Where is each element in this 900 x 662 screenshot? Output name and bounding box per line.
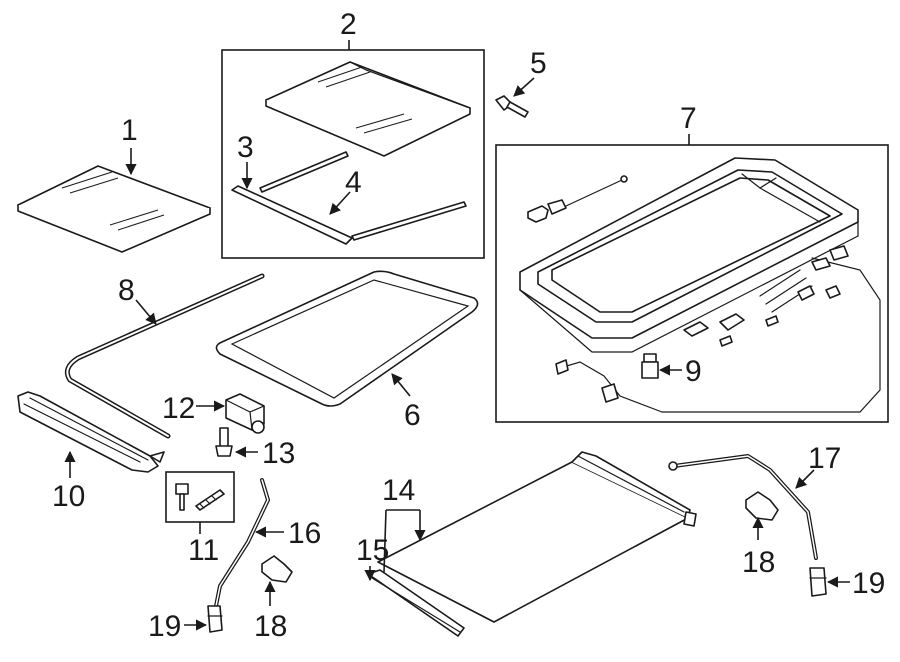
callout-7: 7 [680, 102, 697, 135]
callout-19a: 19 [148, 610, 181, 643]
callout-16: 16 [288, 517, 321, 550]
callout-12: 12 [162, 392, 195, 425]
part-1-glass-panel [17, 165, 211, 253]
callout-11: 11 [188, 534, 219, 567]
callout-9: 9 [685, 355, 702, 388]
callout-3: 3 [237, 131, 254, 164]
part-4-seal [259, 151, 467, 241]
part-5-bolt [495, 95, 529, 118]
leader-8 [135, 299, 157, 325]
leader-17 [795, 469, 815, 489]
part-2-glass-panel [265, 61, 471, 157]
part-9-bolt [641, 353, 659, 379]
part-8-weatherstrip [64, 273, 265, 439]
callout-1: 1 [121, 114, 138, 147]
part-13-screw [215, 427, 233, 457]
part-11-fasteners [175, 483, 225, 511]
part-7-box [495, 144, 889, 423]
callout-14: 14 [382, 474, 415, 507]
callout-2: 2 [340, 8, 357, 41]
part-6-seal-ring [215, 270, 479, 407]
callout-18a: 18 [254, 610, 287, 643]
part-7-sunroof-frame [519, 157, 881, 413]
part-11-box [165, 471, 235, 523]
callout-10: 10 [52, 480, 85, 513]
callout-13: 13 [262, 437, 295, 470]
part-2-box [221, 49, 485, 259]
part-18-clip-right [745, 491, 779, 521]
callout-5: 5 [530, 47, 547, 80]
part-16-drain-tube [214, 478, 270, 608]
leader-5 [513, 77, 535, 97]
callout-4: 4 [345, 166, 362, 199]
callout-8: 8 [118, 274, 135, 307]
part-19-drain-connector-right [809, 567, 827, 597]
part-18-clip-left [261, 555, 293, 583]
leader-6 [391, 373, 411, 397]
leader-14 [383, 509, 420, 573]
callout-19b: 19 [852, 567, 885, 600]
callout-6: 6 [404, 399, 421, 432]
part-10-wind-deflector [17, 391, 165, 473]
callout-17: 17 [808, 442, 841, 475]
part-17-drain-tube [668, 454, 818, 560]
part-12-actuator [225, 393, 265, 434]
leader-4 [329, 191, 351, 215]
callout-15: 15 [356, 534, 389, 567]
part-19-drain-connector-left [207, 605, 223, 633]
part-15-sunshade-edge [367, 569, 465, 637]
callout-18b: 18 [742, 546, 775, 579]
part-3-seal [231, 185, 353, 245]
part-14-sunshade [377, 451, 697, 623]
